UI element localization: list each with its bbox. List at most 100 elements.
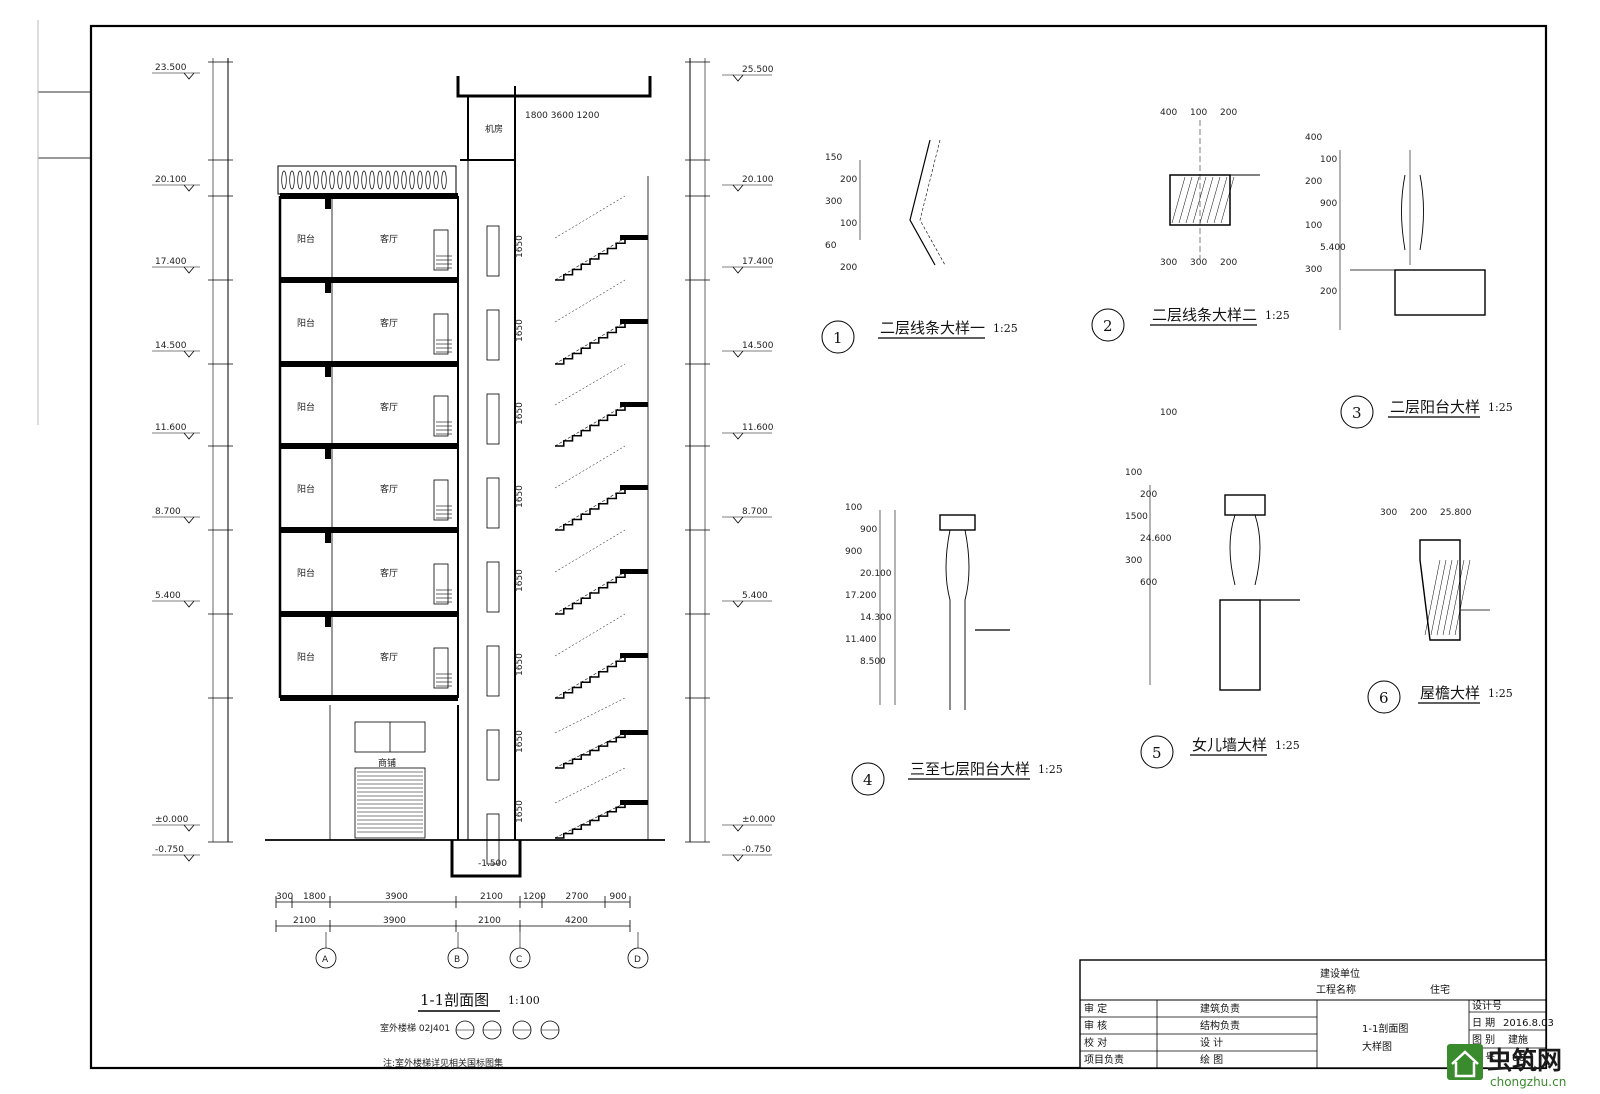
stair-reference-note: 室外楼梯 02J401 — [380, 1022, 450, 1034]
axis-bubble-1 — [447, 947, 469, 969]
elevation-right-4: 11.600 — [742, 423, 774, 433]
dim-row1-6: 900 — [610, 892, 627, 902]
tb-sheet-value: 06 — [1512, 1053, 1525, 1064]
stair-slope-3 — [554, 487, 626, 531]
elevation-right-7: ±0.000 — [742, 815, 776, 825]
detail-6-dim-0: 300 — [1380, 508, 1397, 518]
stair-dim-6: 1650 — [515, 730, 525, 753]
baluster — [297, 170, 303, 190]
detail-3-dim-3: 900 — [1320, 199, 1337, 209]
floor-slab-0 — [280, 193, 458, 199]
elevation-left-marker-3 — [183, 350, 195, 358]
elevation-right-0: 25.500 — [742, 65, 774, 75]
detail-bubble-1 — [821, 320, 855, 354]
detail-scale-6: 1:25 — [1488, 687, 1513, 700]
room-label-machine: 机房 — [485, 123, 503, 135]
room-label-balcony-5: 阳台 — [297, 651, 315, 663]
detail-3-dim-2: 200 — [1305, 177, 1322, 187]
stair-dim-0: 1650 — [515, 235, 525, 258]
detail-5-dim-5: 600 — [1140, 578, 1157, 588]
room-label-living-2: 客厅 — [380, 401, 398, 413]
detail-rail-4 — [939, 514, 976, 531]
detail-bubble-5 — [1140, 735, 1174, 769]
dim-row2-0: 2100 — [293, 916, 316, 926]
elevation-right-marker-2 — [732, 266, 744, 274]
core-window — [486, 729, 500, 781]
detail-1-dim-2: 300 — [825, 197, 842, 207]
tb-row-mid-2: 设 计 — [1200, 1036, 1223, 1049]
detail-6-dim-2: 25.800 — [1440, 508, 1472, 518]
detail-bubble-number-3: 3 — [1352, 404, 1362, 422]
tb-date-value: 2016.8.03 — [1503, 1018, 1554, 1029]
baluster — [313, 170, 319, 190]
tb-row-mid-1: 结构负责 — [1200, 1019, 1240, 1032]
tb-info-label-0: 设计号 — [1472, 999, 1502, 1012]
baluster — [393, 170, 399, 190]
detail-4-dim-2: 900 — [845, 547, 862, 557]
stair-slope-5 — [554, 655, 626, 699]
floor-slab-3 — [280, 443, 458, 449]
detail-bubble-4 — [851, 762, 885, 796]
detail-hatch-2 — [1185, 176, 1200, 224]
stair-flight-7 — [555, 803, 626, 839]
beam — [325, 283, 331, 293]
detail-hatch-1 — [919, 139, 946, 266]
axis-label-2: C — [516, 955, 522, 965]
detail-hatch-2 — [1206, 176, 1221, 224]
dim-row1-4: 1200 — [523, 892, 546, 902]
dim-row1-3: 2100 — [480, 892, 503, 902]
room-label-living-3: 客厅 — [380, 483, 398, 495]
axis-label-1: B — [454, 955, 460, 965]
detail-hatch-6 — [1430, 559, 1447, 636]
detail-4-dim-1: 900 — [860, 525, 877, 535]
detail-bubble-number-2: 2 — [1103, 317, 1113, 335]
stair-upper-6 — [554, 697, 626, 734]
watermark: 虫筑网 chongzhu.cn — [1447, 1044, 1566, 1089]
elevation-right-marker-8 — [732, 854, 744, 862]
baluster — [305, 170, 311, 190]
elevation-left-2: 17.400 — [155, 257, 187, 267]
tb-info-label-1: 日 期 — [1472, 1017, 1495, 1029]
detail-profile-1 — [909, 139, 936, 266]
elevation-right-marker-1 — [732, 184, 744, 192]
elevation-left-marker-0 — [183, 72, 195, 80]
detail-5-dim-2: 1500 — [1125, 512, 1148, 522]
detail-coping-5 — [1224, 494, 1266, 516]
elevation-right-1: 20.100 — [742, 175, 774, 185]
elevation-left-6: 5.400 — [155, 591, 181, 601]
section-scale: 1:100 — [508, 994, 540, 1007]
baluster — [385, 170, 391, 190]
elevation-left-1: 20.100 — [155, 175, 187, 185]
elevation-left-marker-8 — [183, 854, 195, 862]
door — [433, 563, 449, 605]
detail-1-dim-1: 200 — [840, 175, 857, 185]
room-label-balcony-0: 阳台 — [297, 233, 315, 245]
core-window — [486, 393, 500, 445]
door — [433, 479, 449, 521]
beam — [325, 199, 331, 209]
tb-row-mid-0: 建筑负责 — [1200, 1002, 1240, 1015]
stair-upper-5 — [554, 613, 626, 657]
detail-baluster-3 — [1401, 174, 1424, 251]
room-label-living-1: 客厅 — [380, 317, 398, 329]
detail-3-dim-6: 300 — [1305, 265, 1322, 275]
elevation-left-8: -0.750 — [155, 845, 184, 855]
stair-slope-4 — [554, 571, 626, 615]
pit-label: -1.500 — [478, 859, 507, 869]
axis-label-3: D — [634, 955, 641, 965]
detail-1-dim-5: 200 — [840, 263, 857, 273]
detail-3-dim-5: 5.400 — [1320, 243, 1346, 253]
detail-bubble-3 — [1340, 395, 1374, 429]
tb-project-value: 住宅 — [1430, 983, 1450, 996]
elevation-right-marker-7 — [732, 824, 744, 832]
section-1-1-drawing: 23.50020.10017.40014.50011.6008.7005.400… — [152, 58, 776, 1040]
roof-dims: 1800 3600 1200 — [525, 111, 600, 121]
dim-row2-2: 2100 — [478, 916, 501, 926]
baluster — [377, 170, 383, 190]
stair-dim-3: 1650 — [515, 485, 525, 508]
beam — [325, 367, 331, 377]
stair-landing-7 — [620, 800, 648, 805]
baluster — [433, 170, 439, 190]
detail-2-dim-0: 400 — [1160, 108, 1177, 118]
